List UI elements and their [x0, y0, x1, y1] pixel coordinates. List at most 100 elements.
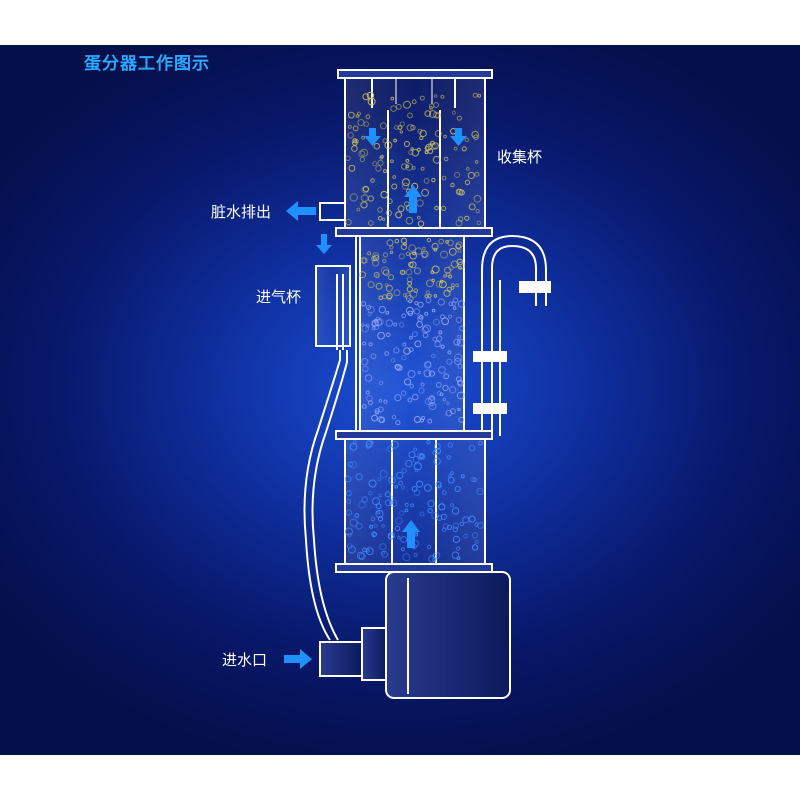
- bubble: [413, 447, 418, 452]
- bubble: [439, 392, 444, 397]
- bubble: [402, 553, 411, 562]
- bubble: [478, 440, 483, 446]
- bubble: [379, 122, 387, 130]
- bubble: [382, 138, 388, 144]
- bubble: [460, 474, 465, 479]
- bubble: [357, 119, 365, 127]
- bubble: [360, 148, 369, 157]
- bubble: [371, 531, 377, 538]
- bubble: [405, 216, 414, 225]
- bubble: [414, 340, 422, 348]
- bubble: [393, 289, 401, 297]
- bubble: [447, 350, 452, 355]
- bubble: [393, 322, 398, 327]
- bubble: [378, 295, 384, 301]
- bubble: [442, 384, 449, 392]
- bubble: [417, 301, 424, 308]
- bubble: [454, 485, 461, 493]
- bubble: [351, 145, 358, 152]
- bubble: [443, 274, 447, 278]
- bubble: [384, 351, 390, 356]
- bubble: [403, 100, 411, 109]
- bubble: [436, 515, 443, 521]
- bubble: [440, 250, 448, 259]
- bubble: [424, 311, 429, 316]
- bubble: [456, 546, 461, 551]
- bubble: [372, 252, 380, 259]
- bubble: [349, 461, 357, 469]
- bubble: [423, 178, 430, 184]
- dirty-water-outlet-label: 脏水排出: [211, 203, 272, 221]
- bubble: [349, 443, 358, 451]
- bubble: [382, 258, 387, 264]
- bubble: [431, 353, 436, 359]
- bubble: [398, 253, 405, 260]
- bubble: [390, 440, 399, 449]
- bubble: [412, 455, 420, 463]
- bubble: [477, 93, 482, 98]
- return-pipe: [473, 234, 551, 436]
- bubble: [432, 551, 441, 559]
- bubble: [413, 552, 418, 558]
- bubble: [457, 340, 462, 344]
- bubble: [373, 142, 381, 150]
- bubble: [417, 370, 421, 375]
- bubble: [364, 374, 373, 382]
- water-inlet-label: 进水口: [222, 651, 268, 669]
- bubble: [375, 165, 382, 172]
- bubble: [400, 163, 408, 170]
- bubble: [456, 338, 465, 347]
- bubble: [355, 114, 360, 118]
- bubble: [475, 208, 480, 214]
- bubble: [365, 443, 372, 449]
- bubble: [408, 299, 413, 304]
- bubble: [450, 471, 455, 475]
- page-title: 蛋分器工作图示: [84, 54, 210, 74]
- bubble: [450, 283, 455, 288]
- bubble: [382, 252, 389, 258]
- bubble: [443, 134, 447, 139]
- bubble: [456, 391, 465, 400]
- bubble: [369, 524, 374, 529]
- bubble: [346, 543, 353, 550]
- bubble: [434, 94, 438, 98]
- bubble: [392, 175, 397, 179]
- bubble: [417, 314, 423, 320]
- bubble: [362, 365, 369, 372]
- bubble: [446, 524, 452, 531]
- bubble: [426, 238, 432, 243]
- bubble: [464, 215, 470, 221]
- bubble: [423, 484, 432, 492]
- bubble: [370, 440, 374, 444]
- arrow-up-icon: [402, 520, 420, 548]
- bubble: [426, 279, 434, 288]
- bubble: [419, 511, 425, 517]
- protein-skimmer-diagram: [284, 69, 551, 699]
- bubble: [414, 247, 423, 255]
- bubble: [385, 332, 391, 338]
- bubble: [387, 198, 393, 204]
- bubble: [381, 524, 386, 528]
- arrow-right-icon: [284, 649, 312, 669]
- bubble: [473, 194, 482, 203]
- bubble: [358, 500, 366, 509]
- bubble: [345, 219, 352, 226]
- bubble: [385, 319, 393, 327]
- bubble: [390, 96, 395, 101]
- bubble: [470, 476, 476, 482]
- bubble: [448, 314, 453, 319]
- bubble: [356, 207, 361, 212]
- bubble: [393, 347, 400, 354]
- bubble: [405, 268, 413, 276]
- bubble: [422, 246, 426, 251]
- bubble: [456, 115, 462, 121]
- bubble: [457, 334, 462, 339]
- bubble: [439, 280, 447, 289]
- bubble: [425, 361, 432, 368]
- bubble: [452, 535, 460, 544]
- bubble: [365, 390, 370, 395]
- bubble: [443, 289, 451, 297]
- bubble: [348, 545, 356, 554]
- bubble: [414, 301, 419, 306]
- bubble: [360, 301, 367, 307]
